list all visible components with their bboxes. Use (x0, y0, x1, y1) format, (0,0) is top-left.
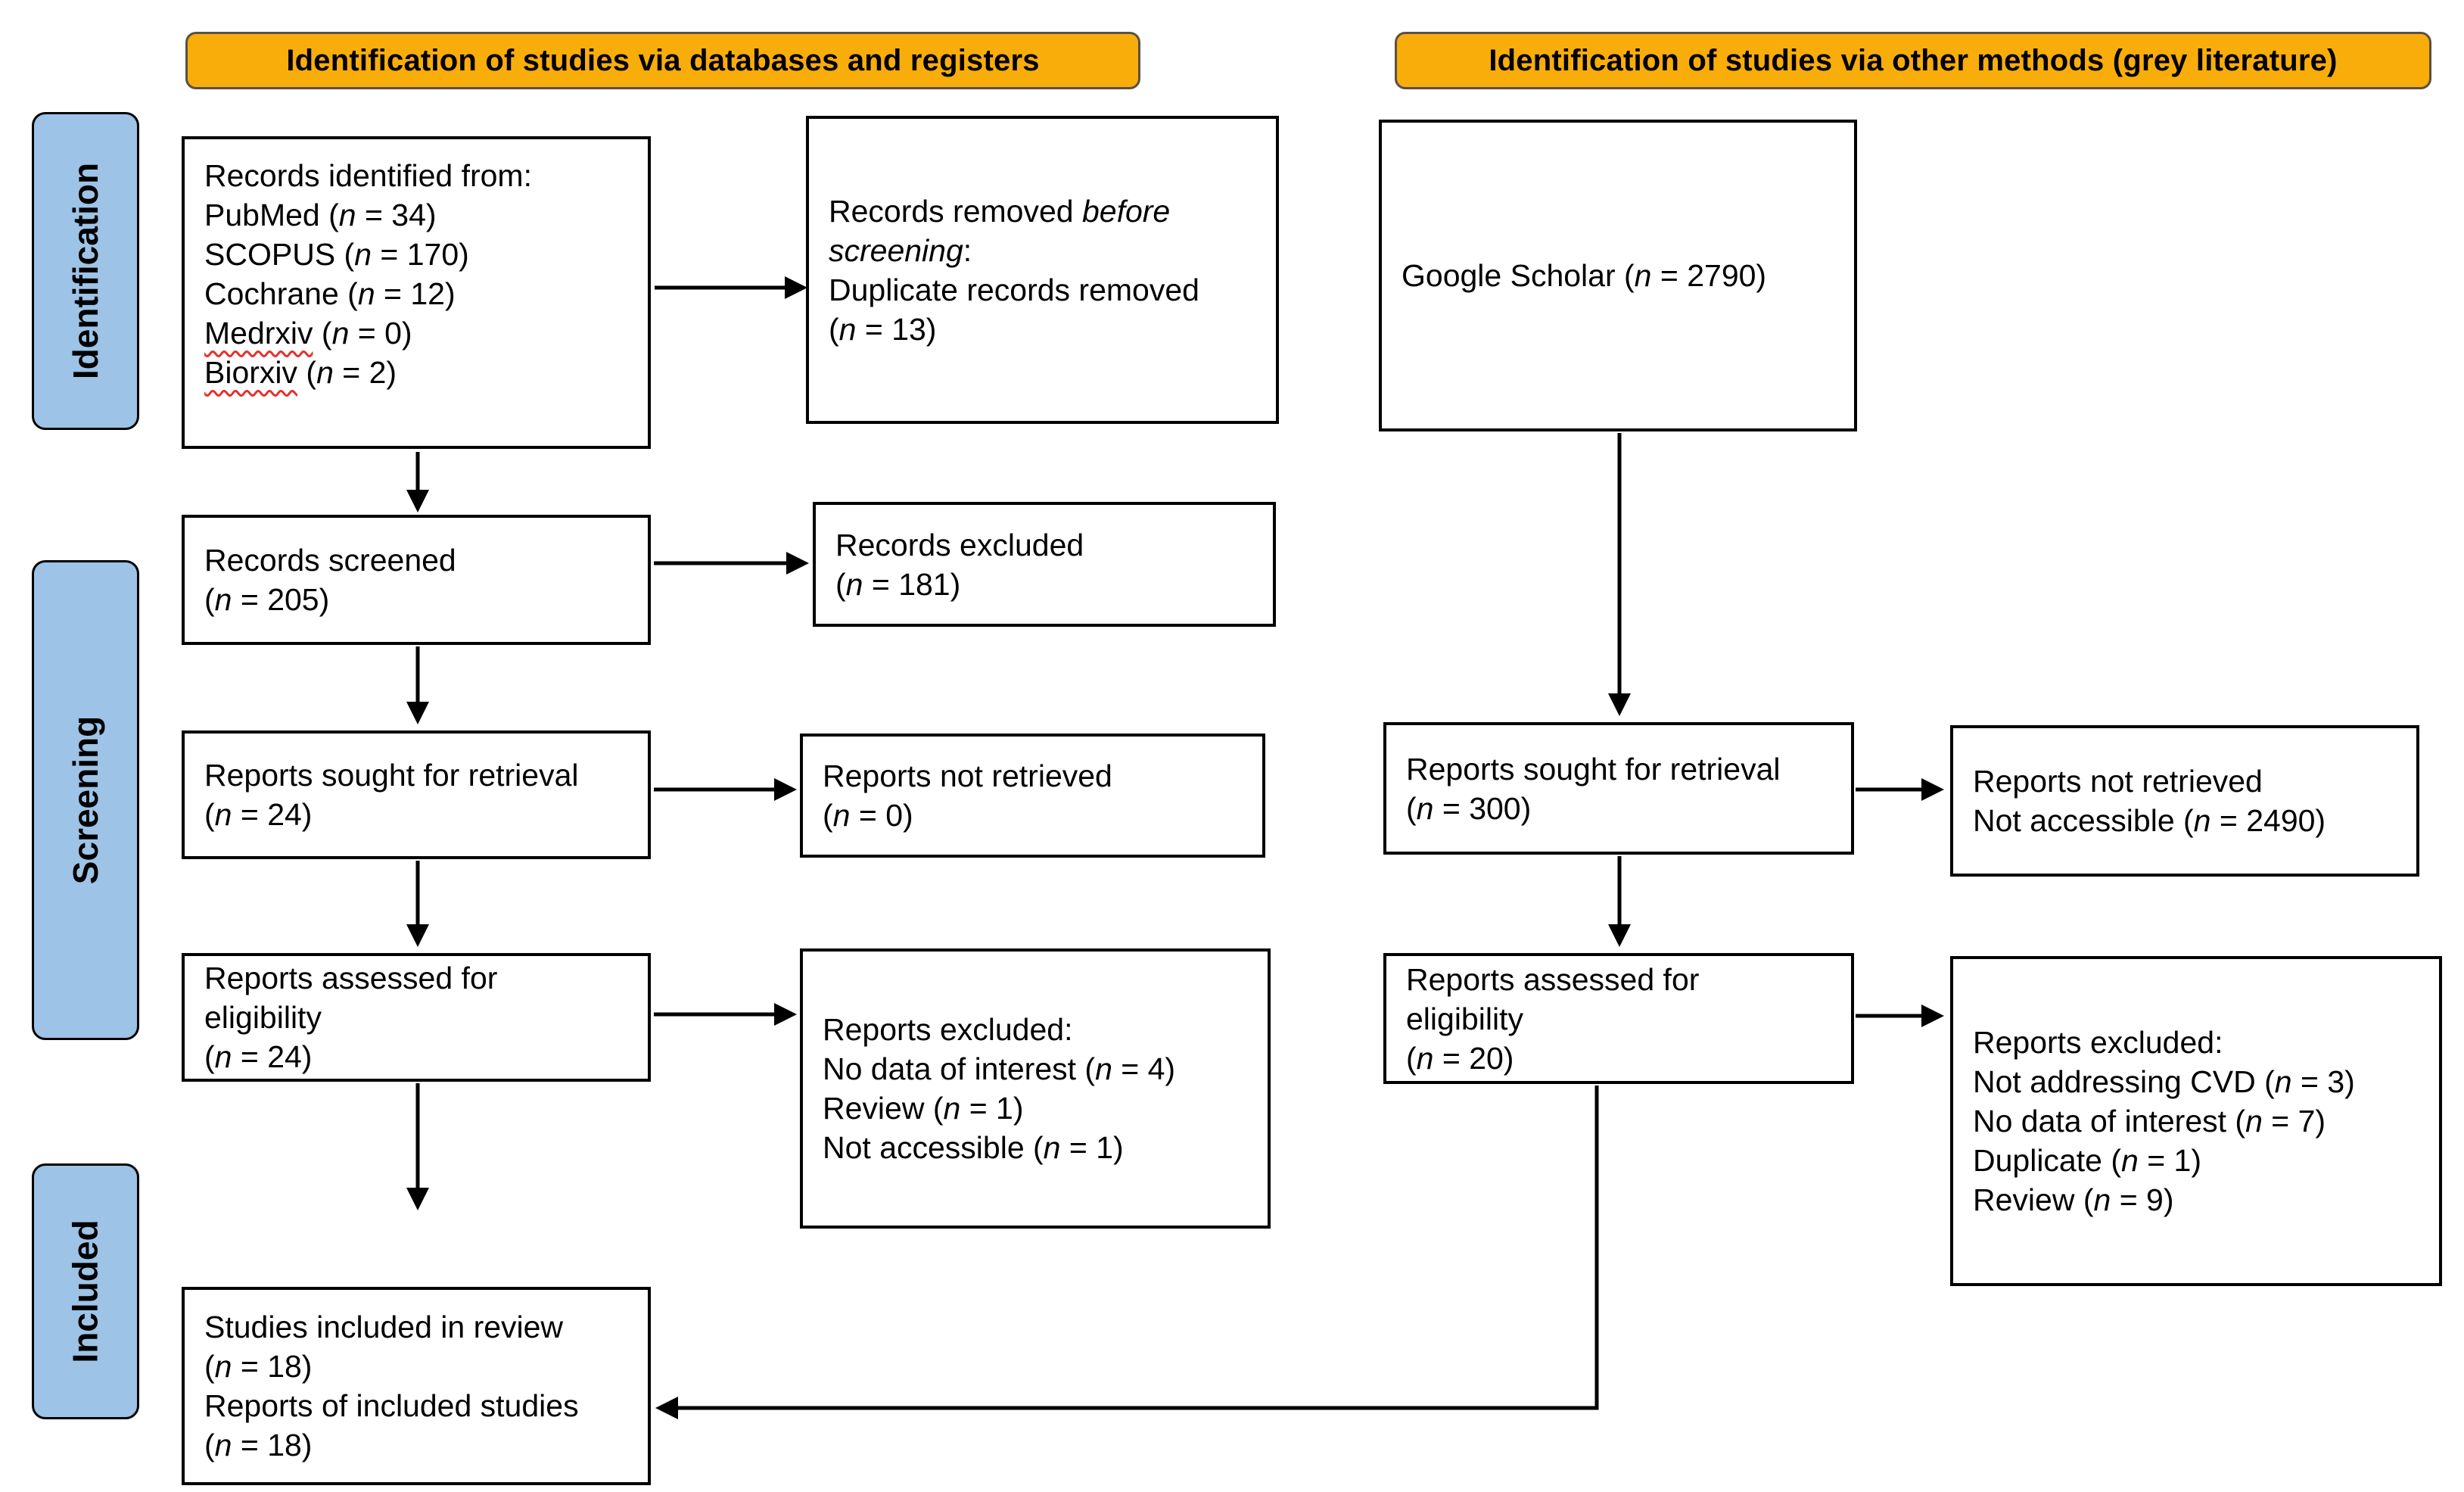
text-line: Review (n = 9) (1973, 1182, 2174, 1217)
stage-included: Included (32, 1163, 139, 1419)
text-line: Not accessible (n = 1) (823, 1130, 1124, 1165)
box-reports-sought-other: Reports sought for retrieval (n = 300) (1383, 722, 1854, 855)
text-line: (n = 13) (829, 311, 937, 347)
text-line: (n = 20) (1406, 1040, 1514, 1076)
box-records-identified: Records identified from: PubMed (n = 34) S… (182, 136, 651, 449)
text-line: (n = 0) (823, 798, 913, 833)
text-line: Records removed before (829, 193, 1171, 229)
text-line: Reports assessed for (204, 961, 498, 995)
text-line: Duplicate (n = 1) (1973, 1143, 2201, 1178)
text-line: SCOPUS (n = 170) (204, 237, 469, 272)
box-reports-sought-databases: Reports sought for retrieval (n = 24) (182, 730, 651, 859)
text-line: Medrxiv (n = 0) (204, 316, 412, 350)
text-line: (n = 24) (204, 797, 313, 832)
text-line: Google Scholar (n = 2790) (1402, 258, 1767, 293)
stage-included-label: Included (66, 1219, 105, 1363)
box-studies-included: Studies included in review (n = 18) Report… (182, 1287, 651, 1485)
text-line: Biorxiv (n = 2) (204, 355, 397, 390)
text-line: No data of interest (n = 4) (823, 1051, 1176, 1086)
text-line: screening: (829, 232, 972, 268)
text-line: Not addressing CVD (n = 3) (1973, 1064, 2355, 1099)
text-line: eligibility (1406, 1001, 1523, 1036)
text-line: (n = 205) (204, 582, 330, 617)
box-reports-excluded-other: Reports excluded: Not addressing CVD (n =… (1950, 956, 2442, 1286)
text-line: Not accessible (n = 2490) (1973, 803, 2326, 838)
text-line: Reports excluded: (1973, 1025, 2223, 1060)
box-reports-excluded-databases: Reports excluded: No data of interest (n … (800, 948, 1271, 1229)
text-line: (n = 18) (204, 1428, 313, 1462)
stage-screening-label: Screening (66, 715, 106, 885)
stage-identification: Identification (32, 112, 139, 430)
box-reports-not-retrieved-databases: Reports not retrieved (n = 0) (800, 734, 1265, 858)
box-reports-assessed-other: Reports assessed for eligibility (n = 20) (1383, 953, 1854, 1084)
text-line: Reports not retrieved (1973, 764, 2263, 799)
text-line: eligibility (204, 1000, 322, 1035)
text-line: Reports sought for retrieval (204, 758, 579, 793)
text-line: Records identified from: (204, 158, 532, 193)
text-line: Studies included in review (204, 1310, 564, 1344)
text-line: No data of interest (n = 7) (1973, 1104, 2326, 1138)
text-line: (n = 24) (204, 1039, 313, 1074)
stage-identification-label: Identification (66, 162, 106, 380)
text-line: Records excluded (835, 527, 1084, 562)
header-databases-registers: Identification of studies via databases … (185, 32, 1140, 89)
text-line: Reports of included studies (204, 1388, 579, 1423)
header-other-methods: Identification of studies via other meth… (1395, 32, 2431, 89)
text-line: (n = 181) (835, 566, 961, 602)
text-line: Reports not retrieved (823, 758, 1112, 793)
box-records-screened: Records screened (n = 205) (182, 515, 651, 645)
box-reports-assessed-databases: Reports assessed for eligibility (n = 24) (182, 953, 651, 1082)
text-line: Duplicate records removed (829, 272, 1199, 307)
text-line: Review (n = 1) (823, 1091, 1024, 1126)
stage-screening: Screening (32, 560, 139, 1040)
text-line: Records screened (204, 543, 456, 578)
text-line: Reports excluded: (823, 1012, 1073, 1047)
text-line: Reports sought for retrieval (1406, 751, 1781, 786)
box-google-scholar: Google Scholar (n = 2790) (1379, 120, 1857, 431)
text-line: Cochrane (n = 12) (204, 276, 456, 311)
box-records-excluded: Records excluded (n = 181) (813, 502, 1276, 627)
text-line: Reports assessed for (1406, 961, 1700, 997)
text-line: (n = 300) (1406, 790, 1532, 826)
text-line: PubMed (n = 34) (204, 198, 437, 232)
text-line: (n = 18) (204, 1349, 313, 1384)
